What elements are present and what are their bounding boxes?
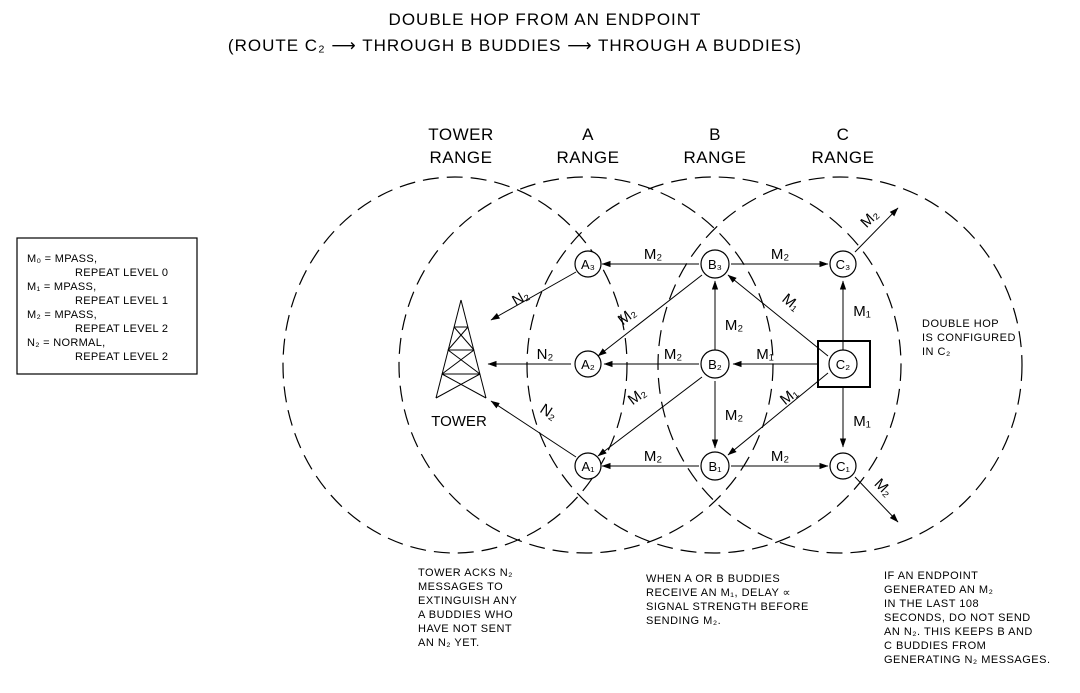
edge-label-a1-tower: N₂ xyxy=(537,401,560,424)
edge-label-c2-b2: M₁ xyxy=(756,346,774,363)
double-hop-note: DOUBLE HOP IS CONFIGURED IN C₂ xyxy=(922,318,1016,358)
double-hop-note-1: DOUBLE HOP xyxy=(922,318,999,330)
tower-range-label: TOWER xyxy=(428,125,493,144)
b-range-label: B xyxy=(709,125,721,144)
edge-label-c2-b1: M₁ xyxy=(777,384,801,408)
tower-acks-line-6: AN N₂ YET. xyxy=(418,637,480,649)
tower-range-label-2: RANGE xyxy=(430,148,493,167)
buddies-note: WHEN A OR B BUDDIES RECEIVE AN M₁, DELAY… xyxy=(646,573,809,627)
tower-acks-line-4: A BUDDIES WHO xyxy=(418,609,513,621)
arrow-a1-to-tower xyxy=(490,400,577,458)
endpoint-line-5: AN N₂. THIS KEEPS B AND xyxy=(884,626,1033,638)
buddies-line-1: WHEN A OR B BUDDIES xyxy=(646,573,780,585)
b-range-label-2: RANGE xyxy=(684,148,747,167)
legend-n2: N₂ = NORMAL, xyxy=(27,337,105,349)
tower-acks-line-1: TOWER ACKS N₂ xyxy=(418,567,513,579)
legend-box xyxy=(16,237,198,375)
node-b3: B₃ xyxy=(700,249,730,279)
buddies-line-2: RECEIVE AN M₁, DELAY ∝ xyxy=(646,587,791,599)
edge-label-b2-b1: M₂ xyxy=(725,407,743,424)
legend-m2: M₂ = MPASS, xyxy=(27,309,97,321)
node-a1: A₁ xyxy=(574,452,602,480)
arrow-a3-to-tower xyxy=(490,271,577,321)
node-c3-label: C₃ xyxy=(836,257,851,272)
legend: M₀ = MPASS, REPEAT LEVEL 0 M₁ = MPASS, R… xyxy=(16,237,198,375)
tower-range-circle xyxy=(282,176,628,554)
node-b1-label: B₁ xyxy=(708,459,722,474)
edge-label-b3-a3: M₂ xyxy=(644,246,662,263)
tower-acks-line-3: EXTINGUISH ANY xyxy=(418,595,517,607)
tower-icon xyxy=(435,299,487,399)
edge-label-b2-b3: M₂ xyxy=(725,317,743,334)
diagram-title: DOUBLE HOP FROM AN ENDPOINT xyxy=(389,10,702,29)
arrow-b3-to-a2 xyxy=(597,274,703,357)
edge-label-b2-a1: M₂ xyxy=(625,384,650,409)
node-c3: C₃ xyxy=(829,250,857,278)
diagram-subtitle: (ROUTE C₂ ⟶ THROUGH B BUDDIES ⟶ THROUGH … xyxy=(228,36,802,55)
double-hop-note-3: IN C₂ xyxy=(922,346,951,358)
node-c1: C₁ xyxy=(829,452,857,480)
node-b2: B₂ xyxy=(700,349,730,379)
legend-m1: M₁ = MPASS, xyxy=(27,281,96,293)
endpoint-line-6: C BUDDIES FROM xyxy=(884,640,986,652)
edge-label-b1-c1: M₂ xyxy=(771,448,789,465)
node-b3-label: B₃ xyxy=(708,257,722,272)
tower-acks-note: TOWER ACKS N₂ MESSAGES TO EXTINGUISH ANY… xyxy=(418,567,517,649)
arrow-c2-to-b3 xyxy=(727,274,829,357)
node-c1-label: C₁ xyxy=(836,459,850,474)
node-a3: A₃ xyxy=(574,250,602,278)
c-range-label-2: RANGE xyxy=(812,148,875,167)
edge-label-c2-c1: M₁ xyxy=(853,413,871,430)
c-range-circle xyxy=(657,176,1023,554)
edge-label-b2-a2: M₂ xyxy=(664,346,682,363)
buddies-line-3: SIGNAL STRENGTH BEFORE xyxy=(646,601,809,613)
range-labels: TOWER RANGE A RANGE B RANGE C RANGE xyxy=(428,125,874,167)
edge-label-b1-a1: M₂ xyxy=(644,448,662,465)
endpoint-line-2: GENERATED AN M₂ xyxy=(884,584,993,596)
arrow-c2-to-b1 xyxy=(727,372,829,456)
edge-label-a2-tower: N₂ xyxy=(537,346,554,363)
endpoint-line-1: IF AN ENDPOINT xyxy=(884,570,978,582)
endpoint-line-7: GENERATING N₂ MESSAGES. xyxy=(884,654,1051,666)
double-hop-note-2: IS CONFIGURED xyxy=(922,332,1016,344)
node-c2: C₂ xyxy=(828,349,858,379)
tower-acks-line-5: HAVE NOT SENT xyxy=(418,623,512,635)
buddies-line-4: SENDING M₂. xyxy=(646,615,721,627)
edge-label-b3-a2: M₂ xyxy=(615,304,640,329)
legend-n2-desc: REPEAT LEVEL 2 xyxy=(75,351,168,363)
arrow-c1-out xyxy=(854,476,899,523)
legend-m1-desc: REPEAT LEVEL 1 xyxy=(75,295,168,307)
c2-endpoint-box xyxy=(817,340,871,388)
node-b1: B₁ xyxy=(700,451,730,481)
node-b2-label: B₂ xyxy=(708,357,722,372)
endpoint-note: IF AN ENDPOINT GENERATED AN M₂ IN THE LA… xyxy=(884,570,1051,666)
a-range-label-2: RANGE xyxy=(557,148,620,167)
edge-label-c2-c3: M₁ xyxy=(853,303,871,320)
node-a3-label: A₃ xyxy=(581,257,595,272)
c-range-label: C xyxy=(837,125,850,144)
node-a1-label: A₁ xyxy=(581,459,595,474)
legend-m2-desc: REPEAT LEVEL 2 xyxy=(75,323,168,335)
tower-acks-line-2: MESSAGES TO xyxy=(418,581,503,593)
a-range-label: A xyxy=(582,125,594,144)
legend-m0: M₀ = MPASS, xyxy=(27,253,97,265)
node-a2: A₂ xyxy=(574,350,602,378)
edge-label-b3-c3: M₂ xyxy=(771,246,789,263)
edge-label-a3-tower: N₂ xyxy=(509,286,532,309)
tower-label: TOWER xyxy=(431,413,487,430)
a-range-circle xyxy=(398,176,774,554)
node-a2-label: A₂ xyxy=(581,357,595,372)
legend-m0-desc: REPEAT LEVEL 0 xyxy=(75,267,168,279)
arrow-c3-out xyxy=(854,207,899,253)
arrow-b2-to-a1 xyxy=(597,376,703,457)
endpoint-line-3: IN THE LAST 108 xyxy=(884,598,979,610)
b-range-circle xyxy=(526,176,902,554)
node-c2-label: C₂ xyxy=(836,357,850,372)
edge-label-c2-b3: M₁ xyxy=(779,290,803,314)
endpoint-line-4: SECONDS, DO NOT SEND xyxy=(884,612,1031,624)
